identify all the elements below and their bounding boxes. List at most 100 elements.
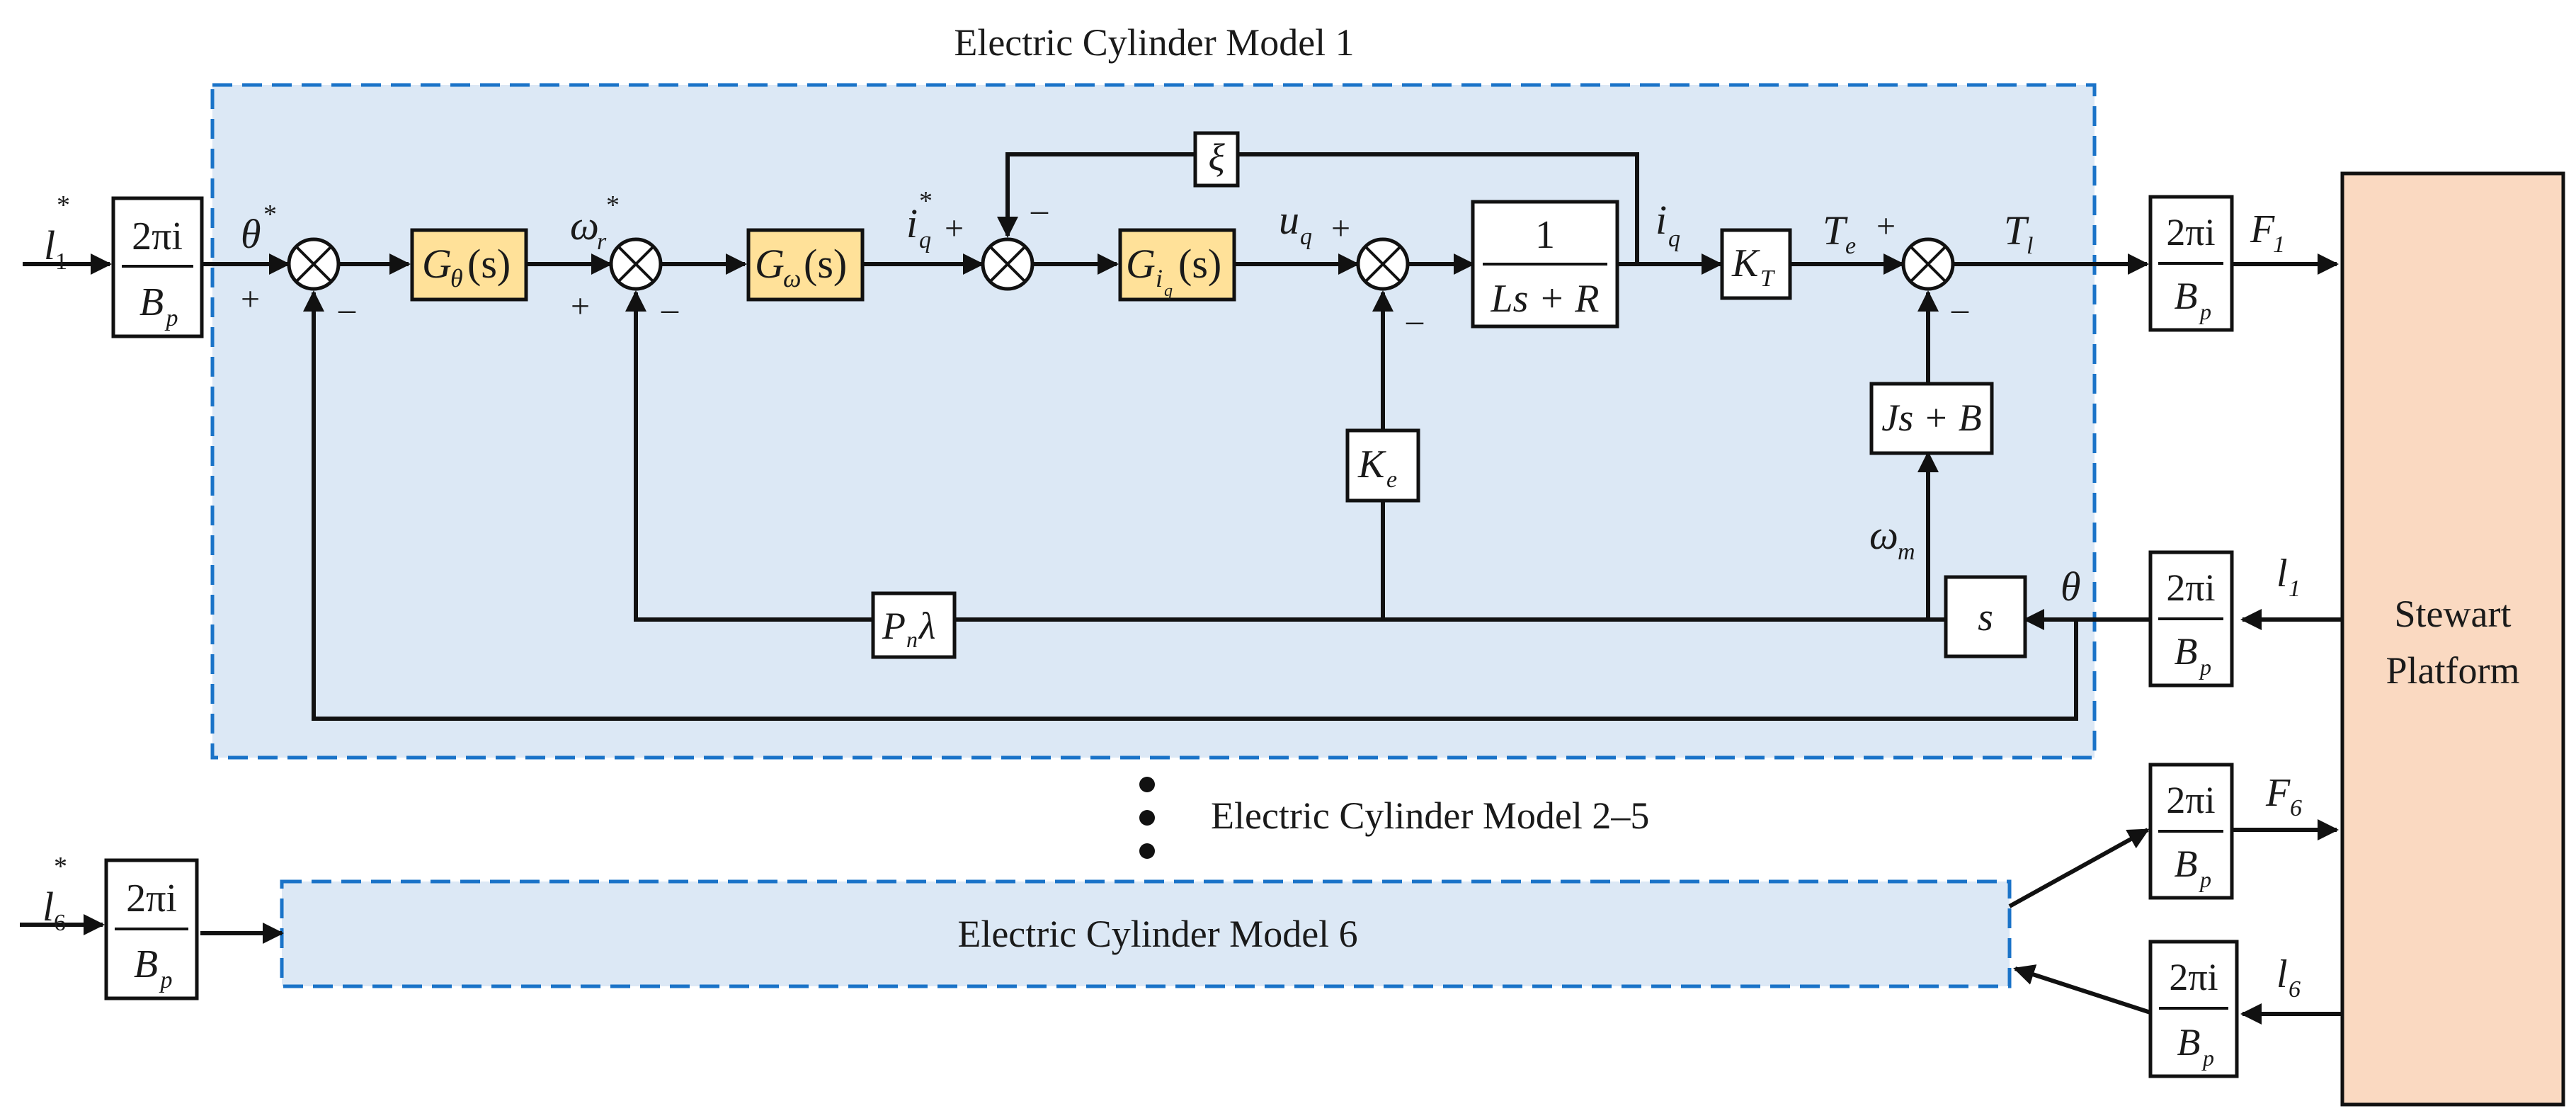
svg-text:l: l (2276, 952, 2288, 996)
svg-text:F: F (2250, 207, 2275, 251)
summing-junction-voltage (1356, 237, 1410, 291)
summing-junction-position (287, 237, 341, 291)
svg-text:(s): (s) (1178, 241, 1221, 287)
gain-block-input-6: 2πi B p (104, 858, 199, 1000)
svg-text:u: u (1279, 197, 1299, 243)
svg-text:+: + (1876, 207, 1896, 245)
gain-block-feedback-l6: 2πi B p (2148, 940, 2239, 1078)
svg-text:θ: θ (241, 211, 261, 257)
load-dynamics-block: Js + B (1869, 382, 1994, 455)
motor-transfer-block: 1 Ls + R (1471, 200, 1619, 329)
svg-text:θ: θ (450, 264, 463, 292)
signal-label-iq: i q (1655, 197, 1680, 252)
svg-text:Ls + R: Ls + R (1491, 277, 1600, 321)
svg-text:K: K (1731, 241, 1760, 285)
svg-text:–: – (1406, 302, 1424, 339)
svg-text:p: p (159, 967, 173, 993)
svg-text:6: 6 (2290, 795, 2302, 821)
svg-text:B: B (2175, 630, 2198, 673)
svg-text:q: q (1300, 224, 1312, 250)
svg-text:q: q (1164, 282, 1173, 300)
torque-constant-block: K T (1720, 228, 1792, 300)
svg-text:e: e (1386, 467, 1397, 493)
svg-text:1: 1 (55, 249, 67, 275)
svg-text:B: B (2175, 843, 2198, 885)
signal-label-te: T e (1823, 207, 1856, 259)
svg-text:2πi: 2πi (2169, 956, 2218, 998)
svg-text:p: p (2199, 299, 2211, 324)
svg-text:l: l (2276, 552, 2288, 595)
signal-wires (20, 152, 2342, 1025)
svg-text:*: * (919, 186, 933, 216)
signal-label-f1: F 1 (2250, 207, 2285, 258)
svg-text:i: i (1655, 197, 1667, 243)
svg-text:p: p (2199, 654, 2211, 680)
svg-text:l: l (2027, 233, 2033, 259)
gain-block-input-1: 2πi B p (111, 196, 204, 338)
svg-text:G: G (1126, 241, 1156, 287)
svg-text:ω: ω (570, 203, 599, 249)
svg-text:1: 1 (1535, 213, 1555, 257)
signal-label-tl: T l (2004, 207, 2033, 259)
svg-text:ω: ω (1869, 512, 1898, 558)
xi-block: ξ (1193, 131, 1240, 188)
svg-text:B: B (2177, 1021, 2201, 1063)
svg-text:+: + (571, 287, 590, 325)
svg-text:p: p (2199, 867, 2211, 892)
signal-label-theta: θ (2061, 564, 2081, 610)
svg-text:n: n (906, 627, 918, 652)
current-controller-block: G i q (s) (1118, 228, 1236, 302)
svg-text:q: q (1668, 226, 1680, 252)
svg-text:T: T (1760, 266, 1775, 292)
signal-label-l1: l 1 (2276, 552, 2301, 602)
svg-text:–: – (661, 290, 679, 328)
svg-text:–: – (1951, 290, 1969, 328)
signal-label-omega-ref: ω r * (570, 190, 620, 255)
ellipsis-dot (1139, 843, 1155, 859)
electric-cylinder-model-6-region (280, 879, 2012, 988)
svg-text:–: – (1030, 191, 1049, 229)
signal-label-theta-ref: θ * (241, 200, 277, 257)
ellipsis-dot (1139, 777, 1155, 792)
gain-block-output-f6: 2πi B p (2148, 763, 2234, 900)
svg-text:G: G (755, 241, 785, 287)
svg-text:1: 1 (2273, 232, 2285, 258)
svg-text:6: 6 (2289, 976, 2301, 1003)
signal-label-f6: F 6 (2265, 771, 2302, 821)
summing-junction-speed (609, 237, 663, 291)
position-controller-block: G θ (s) (410, 228, 528, 302)
svg-text:B: B (139, 280, 164, 324)
svg-text:(s): (s) (467, 241, 511, 287)
svg-text:*: * (54, 852, 67, 882)
ellipsis-dot (1139, 810, 1155, 826)
electric-cylinder-model-1-region (210, 83, 2097, 760)
svg-text:*: * (606, 190, 620, 220)
svg-text:+: + (945, 210, 964, 247)
svg-text:(s): (s) (804, 241, 847, 287)
svg-text:2πi: 2πi (2166, 211, 2215, 253)
svg-text:λ: λ (918, 605, 935, 647)
svg-text:6: 6 (54, 910, 66, 936)
svg-text:*: * (263, 200, 277, 229)
stewart-platform-block (2340, 171, 2565, 1107)
svg-text:r: r (597, 229, 607, 255)
svg-text:P: P (882, 605, 906, 647)
signal-label-l6-ref: l 6 * (42, 852, 67, 936)
signal-label-iq-ref: i q * (906, 186, 933, 253)
svg-text:ξ: ξ (1208, 136, 1225, 178)
svg-text:s: s (1978, 595, 1993, 639)
svg-text:B: B (134, 942, 158, 986)
svg-text:p: p (165, 305, 178, 331)
svg-text:l: l (44, 222, 55, 268)
svg-text:m: m (1898, 539, 1915, 565)
gain-block-feedback-l1: 2πi B p (2148, 550, 2234, 688)
speed-controller-block: G ω (s) (746, 228, 865, 302)
svg-text:ω: ω (783, 264, 801, 292)
pole-pair-block: P n λ (871, 591, 957, 659)
model-2-5-title: Electric Cylinder Model 2–5 (1211, 794, 1649, 837)
signal-label-omega-m: ω m (1869, 512, 1915, 565)
svg-text:i: i (1156, 264, 1163, 292)
stewart-platform-label-line-1: Stewart (2395, 593, 2512, 635)
svg-text:+: + (241, 280, 260, 318)
